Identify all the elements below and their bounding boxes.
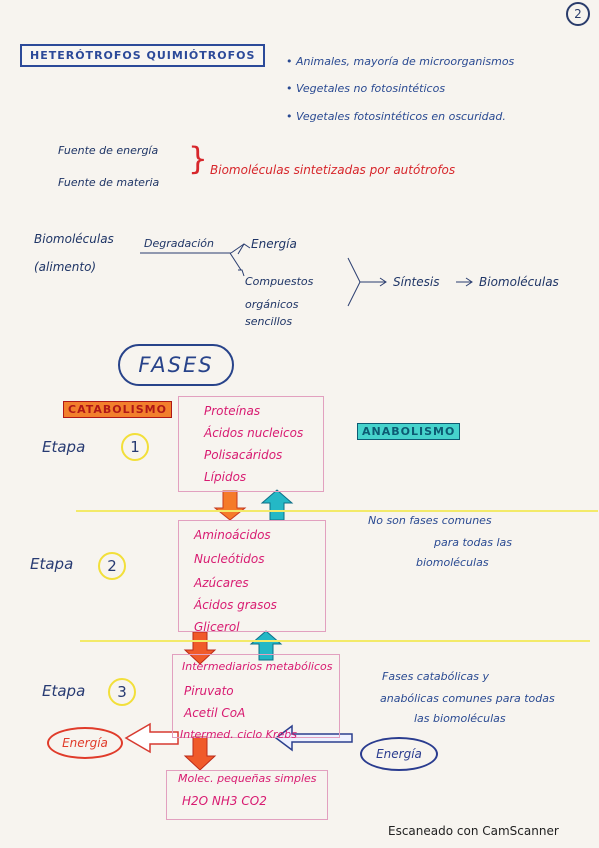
etapa-1-item-2: Ácidos nucleicos <box>204 426 304 440</box>
divider-1 <box>76 510 598 512</box>
flow-left-2: (alimento) <box>34 260 97 274</box>
catabolismo-label: CATABOLISMO <box>63 401 172 418</box>
final-items: H2O NH3 CO2 <box>182 794 267 808</box>
etapa-3-item-4: Intermed. ciclo Krebs <box>180 728 297 741</box>
etapa-2-item-1: Aminoácidos <box>194 528 271 542</box>
note-right-4: Fases catabólicas y <box>382 670 489 683</box>
divider-2 <box>80 640 590 642</box>
etapa-2-item-4: Ácidos grasos <box>194 598 277 612</box>
flow-energia: Energía <box>251 237 297 251</box>
flow-degradacion: Degradación <box>144 237 215 250</box>
flow-left-1: Biomoléculas <box>34 232 114 246</box>
flow-compuestos-1: Compuestos <box>245 275 314 288</box>
note-right-3: biomoléculas <box>416 556 489 569</box>
note-right-5: anabólicas comunes para todas <box>380 692 555 705</box>
final-box <box>166 770 328 820</box>
source-result: Biomoléculas sintetizadas por autótrofos <box>210 163 456 177</box>
energia-red: Energía <box>47 727 123 759</box>
brace: } <box>188 141 208 177</box>
etapa-2-label: Etapa <box>30 555 74 573</box>
etapa-3-label: Etapa <box>42 682 86 700</box>
footer: Escaneado con CamScanner <box>388 824 559 838</box>
note-right-2: para todas las <box>434 536 513 549</box>
etapa-2-box <box>178 520 326 632</box>
flow-compuestos-3: sencillos <box>245 315 293 328</box>
source-energia: Fuente de energía <box>58 144 159 157</box>
etapa-2-item-3: Azúcares <box>194 576 249 590</box>
title-box: HETERÓTROFOS QUIMIÓTROFOS <box>20 44 266 67</box>
energia-blue: Energía <box>360 737 438 771</box>
etapa-3-number: 3 <box>108 678 136 706</box>
source-materia: Fuente de materia <box>58 176 160 189</box>
flow-biomoleculas: Biomoléculas <box>479 275 559 289</box>
anabolismo-label: ANABOLISMO <box>357 423 461 440</box>
etapa-3-box <box>172 654 340 738</box>
note-right-1: No son fases comunes <box>368 514 492 527</box>
etapa-1-box <box>178 396 324 492</box>
note-right-6: las biomoléculas <box>414 712 506 725</box>
flow-sintesis: Síntesis <box>393 275 440 289</box>
etapa-1-item-4: Lípidos <box>204 470 247 484</box>
etapa-3-item-2: Piruvato <box>184 684 234 698</box>
etapa-2-item-5: Glicerol <box>194 620 240 634</box>
etapa-1-item-3: Polisacáridos <box>204 448 283 462</box>
flow-compuestos-2: orgánicos <box>245 298 299 311</box>
etapa-2-item-2: Nucleótidos <box>194 552 265 566</box>
etapa-3-item-1: Intermediarios metabólicos <box>182 660 333 673</box>
note-2: • Vegetales no fotosintéticos <box>286 82 446 95</box>
note-3: • Vegetales fotosintéticos en oscuridad. <box>286 110 506 123</box>
etapa-2-number: 2 <box>98 552 126 580</box>
etapa-1-number: 1 <box>121 433 149 461</box>
etapa-1-item-1: Proteínas <box>204 404 261 418</box>
page-number: 2 <box>566 2 590 26</box>
etapa-3-item-3: Acetil CoA <box>184 706 246 720</box>
etapa-1-label: Etapa <box>42 438 86 456</box>
note-1: • Animales, mayoría de microorganismos <box>286 55 515 68</box>
fases-cloud: FASES <box>118 344 234 386</box>
final-title: Molec. pequeñas simples <box>178 772 317 785</box>
